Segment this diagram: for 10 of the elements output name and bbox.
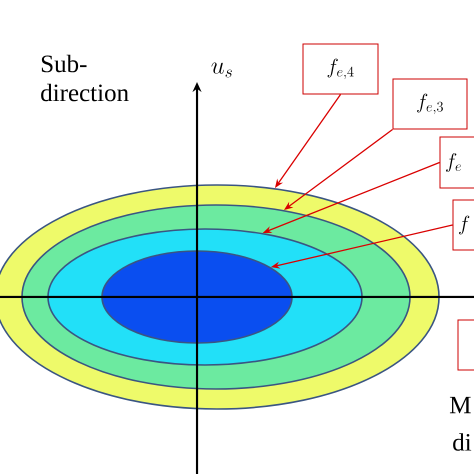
label-box: $f$ bbox=[452, 200, 474, 250]
axis-label: M bbox=[450, 396, 471, 414]
axis-label: di bbox=[453, 433, 472, 451]
label-box bbox=[458, 320, 474, 370]
axis-symbol: $u_s$ bbox=[212, 62, 232, 78]
label-box: $f_{e,4}$ bbox=[302, 44, 378, 94]
contour-ellipse bbox=[101, 250, 293, 344]
axis-label: Sub- direction bbox=[41, 54, 129, 102]
label-box: $f_e$ bbox=[440, 136, 474, 188]
label-box: $f_{e,3}$ bbox=[392, 78, 468, 130]
